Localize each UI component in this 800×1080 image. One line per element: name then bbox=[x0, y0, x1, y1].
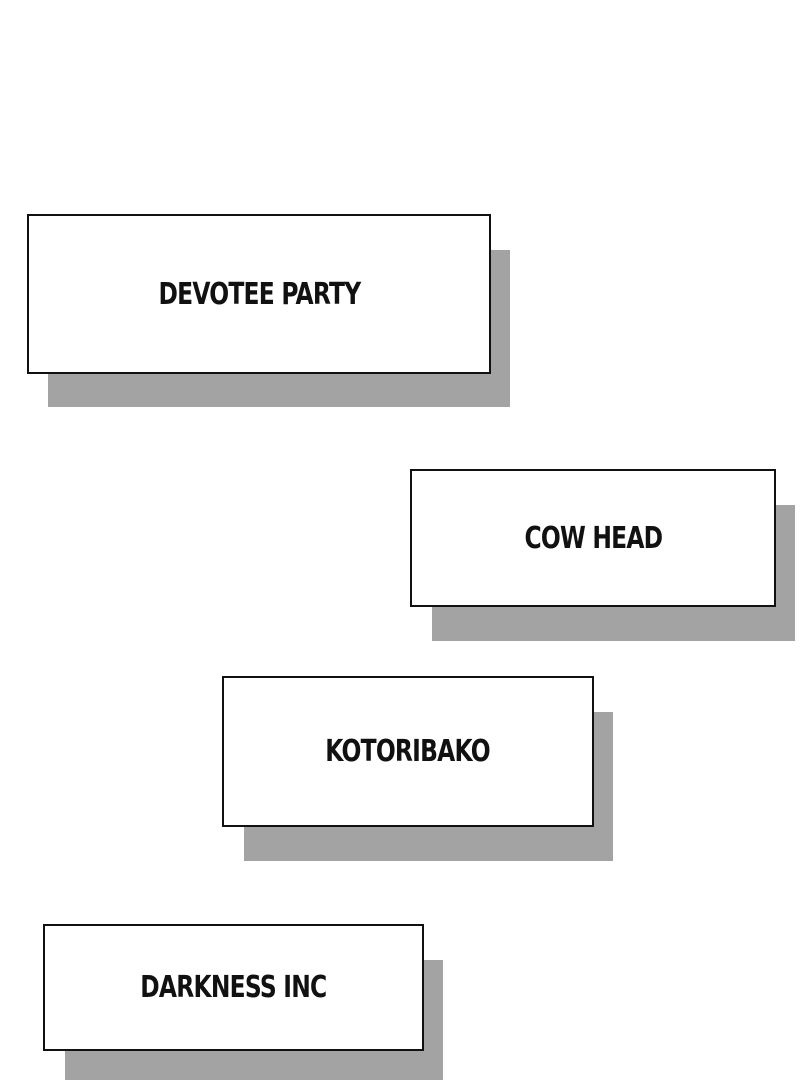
box-kotoribako: KOTORIBAKO bbox=[222, 676, 594, 827]
box-kotoribako-label: KOTORIBAKO bbox=[325, 734, 491, 769]
box-darkness-inc: DARKNESS INC bbox=[43, 924, 424, 1051]
box-darkness-inc-label: DARKNESS INC bbox=[140, 970, 327, 1005]
box-devotee-party: DEVOTEE PARTY bbox=[27, 214, 491, 374]
box-devotee-party-label: DEVOTEE PARTY bbox=[158, 276, 361, 312]
box-cow-head: COW HEAD bbox=[410, 469, 776, 607]
box-cow-head-label: COW HEAD bbox=[524, 520, 663, 556]
